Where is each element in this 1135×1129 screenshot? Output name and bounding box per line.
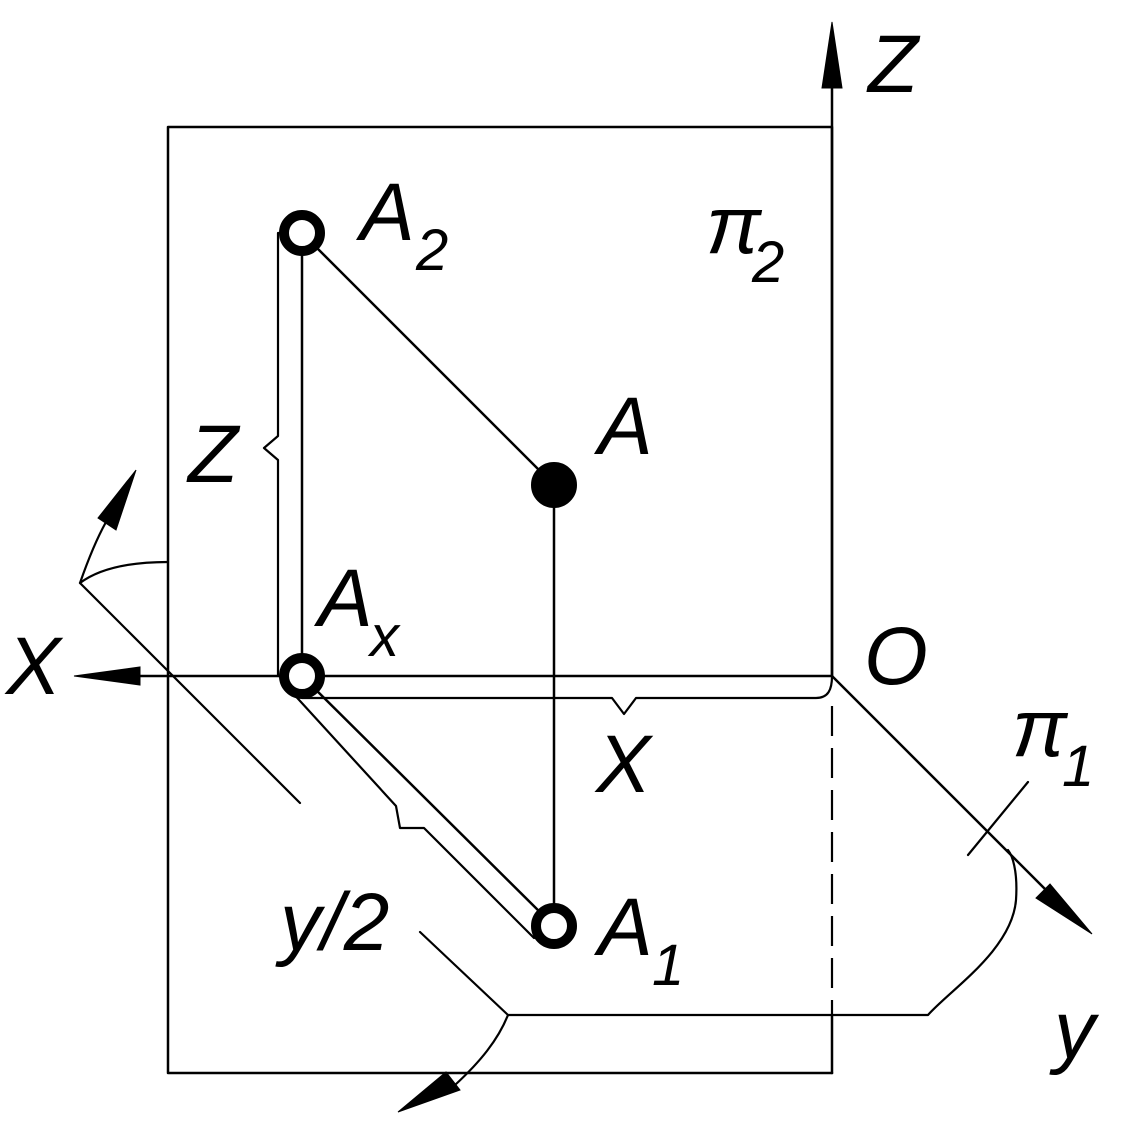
point-ax-marker: [279, 653, 325, 699]
rotation-arc-upper-arrowhead: [97, 469, 137, 531]
point-a2-marker: [279, 210, 325, 256]
dim-x-brace: [300, 674, 834, 716]
axis-y-label: y: [1049, 985, 1100, 1076]
y-axis-line: [830, 674, 1057, 901]
point-a1-label: A: [593, 882, 653, 973]
plane-pi1-label: π: [1012, 683, 1069, 774]
rotation-arc-upper: [78, 520, 170, 585]
rotation-path-lower: [418, 848, 1018, 1017]
projection-ax-to-a1: [300, 674, 556, 928]
point-ax-subscript: x: [367, 604, 401, 669]
point-a1-marker: [531, 903, 577, 949]
rotation-arc-lower: [453, 1013, 510, 1087]
rotation-arc-lower-arrowhead: [397, 1071, 461, 1113]
frame-lower-left: [166, 674, 834, 1075]
axis-z-label: Z: [866, 19, 921, 110]
dim-y-half-label: y/2: [275, 877, 389, 968]
point-a2-subscript: 2: [415, 218, 448, 283]
dim-x-label: X: [594, 719, 654, 810]
point-a1-subscript: 1: [652, 933, 684, 998]
axis-x-label: X: [4, 621, 64, 712]
plane-pi2-label: π: [706, 180, 763, 271]
x-axis-arrowhead: [73, 666, 141, 686]
z-axis-arrowhead: [821, 21, 843, 89]
y-axis-arrowhead: [1035, 883, 1093, 935]
projection-a2-to-a: [300, 231, 556, 487]
point-a-label: A: [593, 381, 653, 472]
plane-pi2-subscript: 2: [751, 230, 784, 295]
dim-z-brace: [262, 231, 304, 678]
plane-pi1-subscript: 1: [1062, 734, 1094, 799]
point-ax-label: A: [313, 553, 373, 644]
pi1-label-leader: [966, 780, 1030, 857]
dim-z-label: Z: [186, 409, 241, 500]
origin-label: O: [864, 611, 928, 702]
point-a2-label: A: [355, 167, 415, 258]
rotation-guide-line: [78, 581, 302, 805]
point-a-marker: [531, 462, 577, 508]
